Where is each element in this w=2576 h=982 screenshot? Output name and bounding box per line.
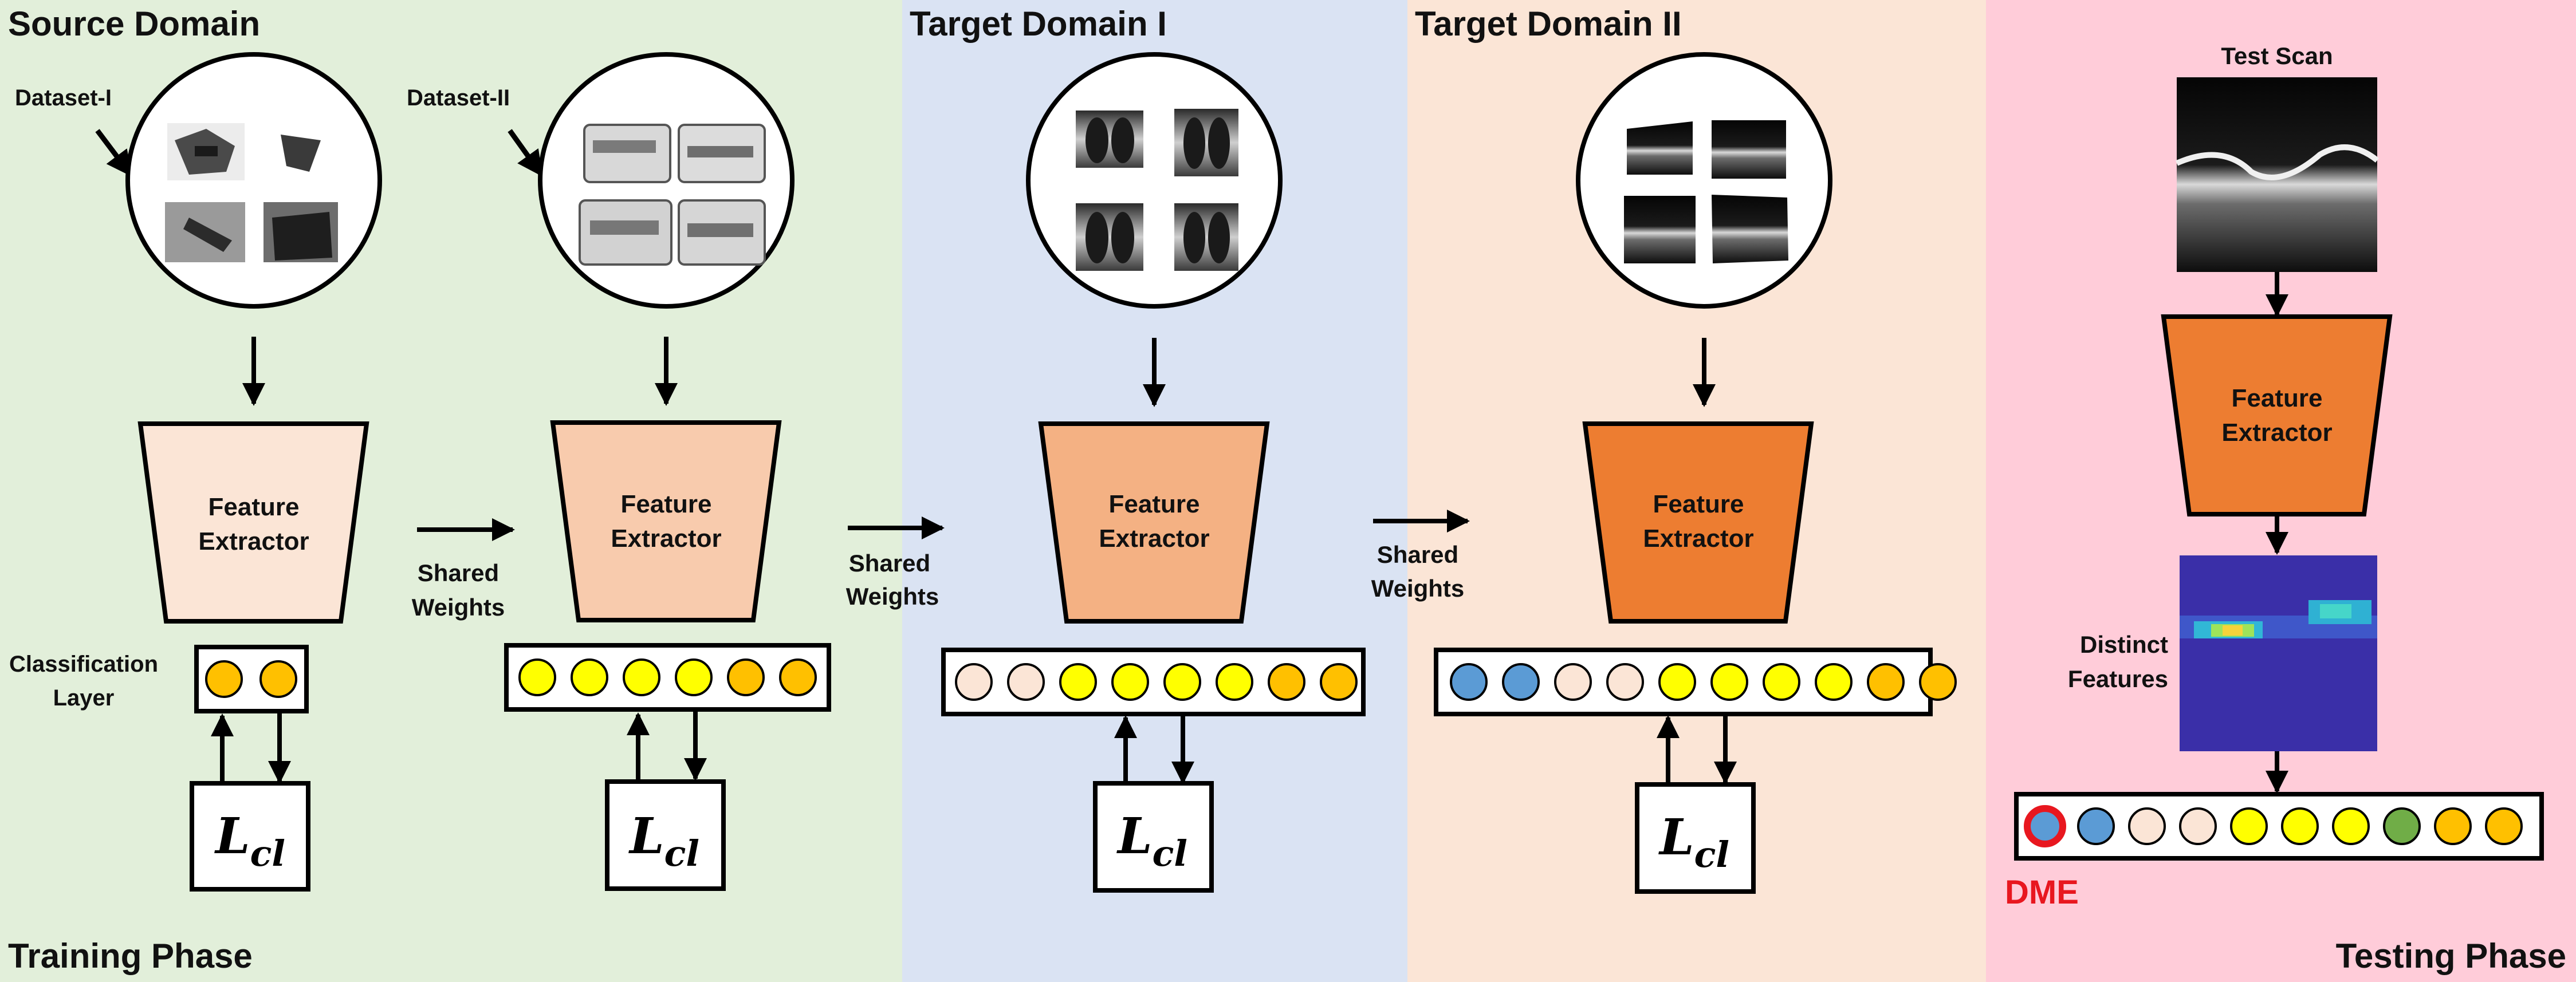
feature-node — [1268, 663, 1305, 701]
xray-baggage-thumbnail — [579, 124, 766, 266]
loss-box-4 — [1635, 782, 1756, 894]
feature-extractor-3-line2: Extractor — [1099, 524, 1209, 553]
feature-node — [1815, 663, 1853, 701]
dataset-2-label: Dataset-II — [407, 85, 510, 111]
oct-scan-thumbnail — [1624, 120, 1788, 263]
feature-node — [623, 658, 660, 696]
feature-node — [259, 660, 297, 698]
feature-node — [1163, 663, 1201, 701]
title-source-domain: Source Domain — [8, 5, 260, 43]
feature-extractor-4 — [1582, 421, 1814, 624]
feature-node — [2485, 807, 2523, 845]
node-group-3 — [955, 663, 1358, 701]
feature-node — [2332, 807, 2370, 845]
feature-node — [1763, 663, 1800, 701]
feature-node — [1059, 663, 1097, 701]
loss-label-2: Lcl — [628, 807, 699, 874]
feature-node — [727, 658, 765, 696]
xray-baggage-thumbnail — [165, 123, 338, 262]
feature-node — [2128, 807, 2166, 845]
feature-node — [1710, 663, 1748, 701]
feature-node — [1111, 663, 1149, 701]
feature-node — [2281, 807, 2319, 845]
loss-label-1: Lcl — [214, 807, 285, 874]
node-group-output — [2024, 805, 2523, 847]
feature-node — [1007, 663, 1045, 701]
node-layer-2 — [504, 643, 831, 712]
feature-node — [1658, 663, 1696, 701]
node-group-4 — [1450, 663, 1957, 701]
node-group-1 — [205, 660, 297, 698]
feature-extractor-2-line2: Extractor — [611, 524, 721, 553]
prediction-label: DME — [2005, 874, 2079, 911]
feature-extractor-4-line1: Feature — [1653, 490, 1744, 518]
node-group-2 — [518, 658, 817, 696]
loss-box-1 — [190, 781, 310, 892]
feature-extractor-1-line1: Feature — [209, 493, 300, 521]
loss-box-3 — [1093, 781, 1214, 893]
chest-xray-thumbnail — [1076, 109, 1238, 271]
shared-weights-3-line1: Shared — [1377, 541, 1458, 568]
target-1-circle — [1026, 52, 1283, 309]
feature-node — [205, 660, 243, 698]
feature-extractor-test-line1: Feature — [2232, 384, 2323, 412]
feature-node — [1554, 663, 1592, 701]
feature-extractor-1-line2: Extractor — [198, 527, 309, 555]
dataset-2-pointer-arrow — [508, 129, 544, 177]
feature-node — [571, 658, 608, 696]
testing-phase-label: Testing Phase — [2336, 937, 2566, 975]
shared-weights-2-line2: Weights — [846, 583, 939, 610]
target-2-circle — [1576, 52, 1832, 309]
dataset-1-circle — [125, 52, 382, 309]
classification-layer-line1: Classification — [9, 652, 158, 677]
feature-node — [518, 658, 556, 696]
feature-node — [2434, 807, 2472, 845]
feature-node — [2179, 807, 2217, 845]
heatmap — [2180, 555, 2377, 751]
feature-node — [2230, 807, 2268, 845]
loss-label-3: Lcl — [1116, 807, 1187, 874]
feature-node — [1867, 663, 1905, 701]
shared-weights-2-line1: Shared — [849, 550, 930, 577]
retina-layer-line — [2175, 144, 2380, 180]
shared-weights-3-line2: Weights — [1371, 575, 1465, 602]
feature-extractor-1 — [137, 421, 369, 624]
feature-node — [1450, 663, 1488, 701]
classification-layer-line2: Layer — [53, 685, 115, 711]
feature-extractor-2 — [550, 420, 782, 622]
predicted-class-node — [2024, 805, 2066, 847]
feature-extractor-test-line2: Extractor — [2221, 419, 2332, 447]
dataset-1-label: Dataset-I — [15, 85, 112, 111]
shared-weights-1-line2: Weights — [412, 594, 505, 621]
feature-extractor-3 — [1038, 421, 1270, 624]
feature-node — [2383, 807, 2421, 845]
feature-node — [1502, 663, 1540, 701]
feature-extractor-4-line2: Extractor — [1643, 524, 1753, 553]
distinct-features-line2: Features — [2068, 665, 2168, 692]
distinct-features-line1: Distinct — [2080, 631, 2168, 658]
title-target-domain-2: Target Domain II — [1415, 5, 1682, 43]
feature-node — [2077, 807, 2115, 845]
feature-node — [779, 658, 817, 696]
feature-extractor-2-line1: Feature — [621, 490, 712, 518]
feature-extractor-test — [2161, 314, 2393, 516]
shared-weights-1-line1: Shared — [418, 559, 499, 586]
feature-node — [1919, 663, 1957, 701]
dataset-1-pointer-arrow — [95, 129, 133, 177]
title-target-domain-1: Target Domain I — [910, 5, 1167, 43]
loss-label-4: Lcl — [1658, 809, 1729, 875]
feature-node — [1606, 663, 1644, 701]
feature-node — [955, 663, 993, 701]
training-phase-label: Training Phase — [8, 937, 253, 975]
feature-node — [675, 658, 713, 696]
test-scan-label: Test Scan — [2221, 42, 2333, 69]
loss-box-2 — [605, 779, 726, 891]
feature-extractor-3-line1: Feature — [1109, 490, 1200, 518]
feature-node — [1320, 663, 1358, 701]
feature-node — [1216, 663, 1253, 701]
